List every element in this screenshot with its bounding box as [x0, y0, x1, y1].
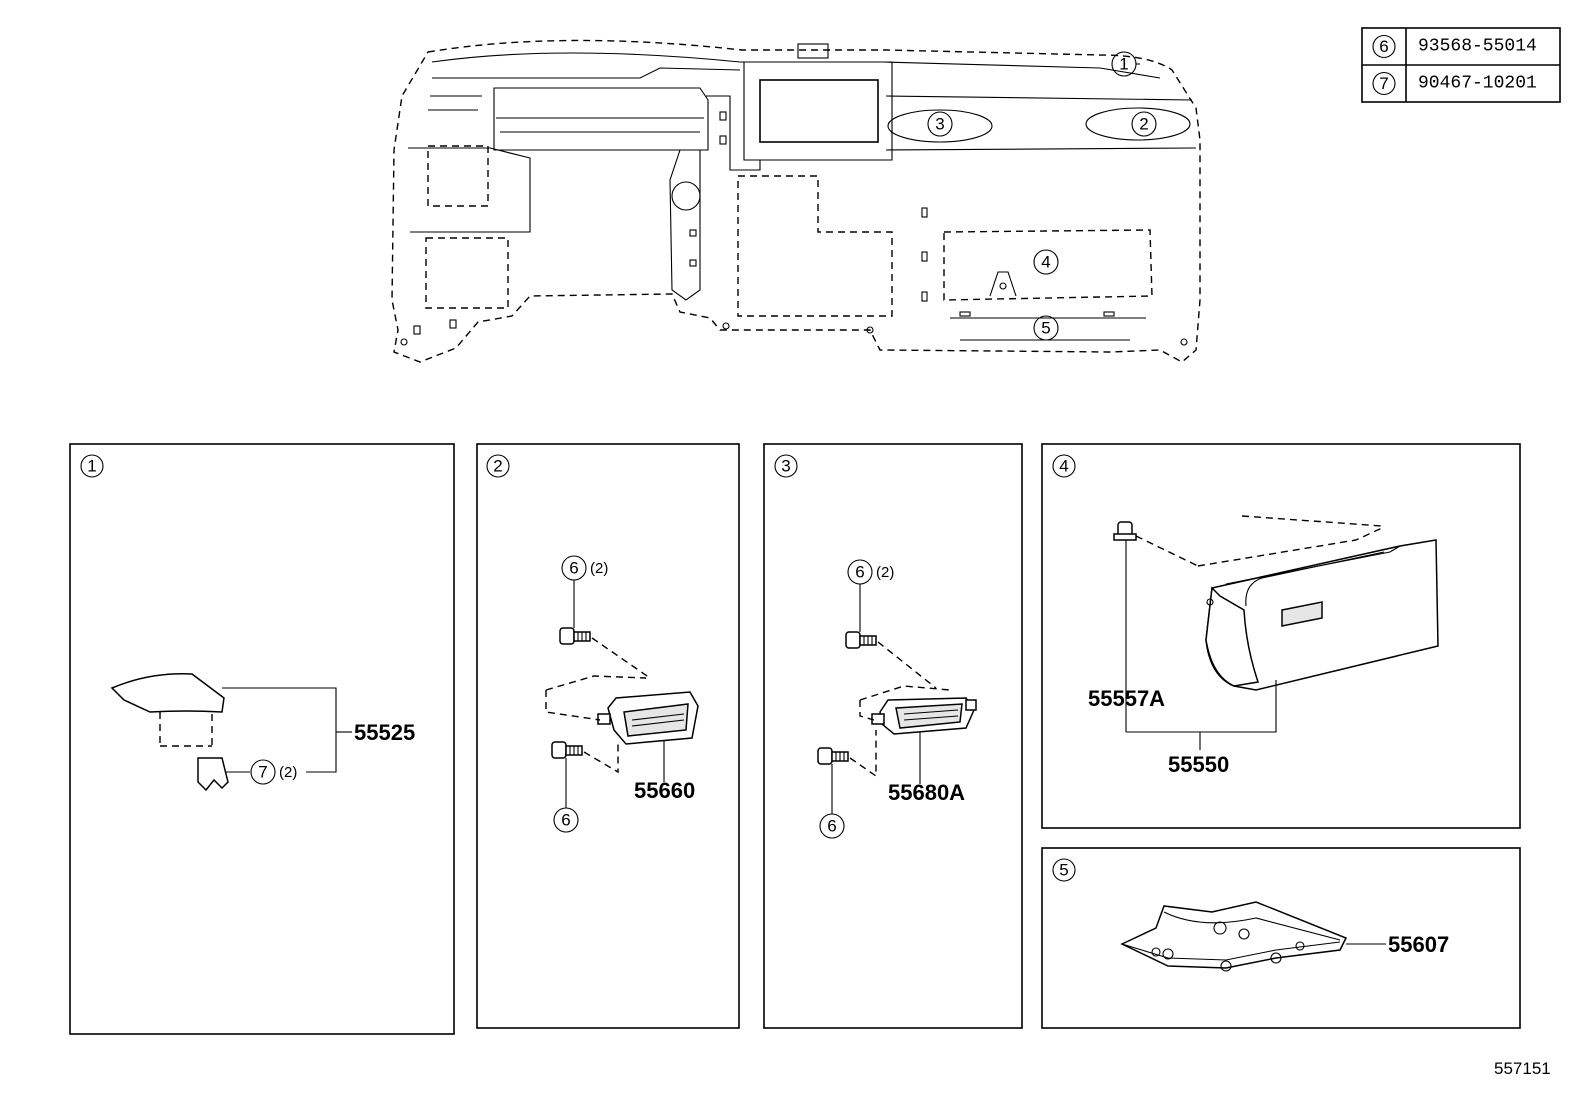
table-part-number-1: 93568-55014 — [1418, 37, 1537, 57]
panel-2-label: 2 — [493, 457, 502, 476]
cover-part-55525 — [110, 673, 225, 713]
detail-panel-4: 4 55557A 55550 — [1041, 443, 1521, 829]
clip-part — [197, 757, 229, 792]
panel-5-label: 5 — [1059, 861, 1068, 880]
table-callout-7: 7 — [1379, 74, 1388, 93]
panel-3-callout-6-top: 6 — [855, 563, 864, 582]
detail-panel-1: 1 7 (2) 55525 — [69, 443, 455, 1035]
overview-callout-4: 4 — [1041, 253, 1050, 272]
glove-box-55550 — [1205, 539, 1439, 691]
clip-fastener-55557A — [1113, 521, 1137, 541]
table-part-number-2: 90467-10201 — [1418, 74, 1537, 94]
vent-part-55680A — [871, 697, 977, 735]
overview-callout-1: 1 — [1119, 55, 1128, 74]
panel-3-callout-6-bottom: 6 — [827, 817, 836, 836]
part-number-55550: 55550 — [1168, 752, 1229, 777]
overview-callout-2: 2 — [1139, 115, 1148, 134]
dashboard-overview: 1 2 3 4 5 — [391, 39, 1201, 363]
fastener-table: 6 93568-55014 7 90467-10201 — [1361, 27, 1561, 103]
panel-1-qty: (2) — [279, 764, 297, 781]
panel-2-qty: (2) — [590, 560, 608, 577]
diagram-reference-number: 557151 — [1494, 1059, 1551, 1078]
table-callout-6: 6 — [1379, 37, 1388, 56]
part-number-55607: 55607 — [1388, 932, 1449, 957]
screw-bottom — [817, 747, 849, 765]
screw-top — [845, 631, 877, 649]
screw-bottom — [551, 741, 583, 759]
panel-1-label: 1 — [87, 457, 96, 476]
part-number-55525: 55525 — [354, 720, 415, 745]
detail-panel-2: 2 6 (2) 6 55660 — [476, 443, 740, 1029]
panel-2-callout-6-top: 6 — [569, 559, 578, 578]
panel-3-label: 3 — [781, 457, 790, 476]
overview-callout-3: 3 — [935, 115, 944, 134]
detail-panel-5: 5 55607 — [1041, 847, 1521, 1029]
screw-top — [559, 627, 591, 645]
part-number-55680A: 55680A — [888, 780, 965, 805]
panel-1-callout-7: 7 — [258, 763, 267, 782]
vent-part-55660 — [597, 691, 699, 745]
panel-2-callout-6-bottom: 6 — [561, 811, 570, 830]
detail-panel-3: 3 6 (2) 6 55680A — [763, 443, 1023, 1029]
panel-4-label: 4 — [1059, 457, 1068, 476]
overview-callout-5: 5 — [1041, 319, 1050, 338]
panel-3-qty: (2) — [876, 564, 894, 581]
under-cover-part-55607 — [1120, 901, 1348, 972]
part-number-55557A: 55557A — [1088, 686, 1165, 711]
part-number-55660: 55660 — [634, 778, 695, 803]
